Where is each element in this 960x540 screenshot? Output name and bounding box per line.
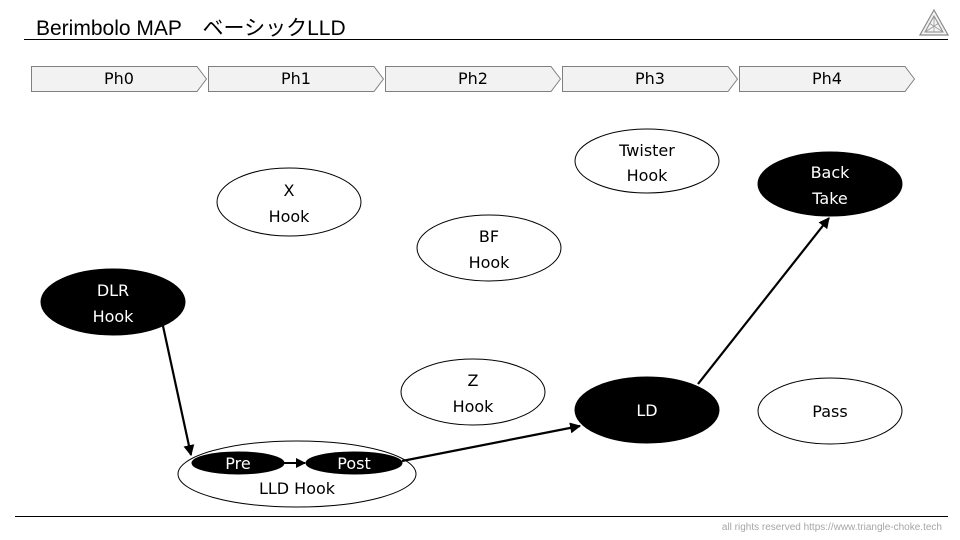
phase-chevron xyxy=(208,66,384,92)
phase-label: Ph2 xyxy=(458,69,488,88)
phase-ph2: Ph2 xyxy=(385,66,561,92)
page-title: Berimbolo MAP ベーシックLLD xyxy=(36,17,346,40)
node-post: Post xyxy=(305,451,403,475)
node-label: X xyxy=(284,181,295,200)
node-label: LLD Hook xyxy=(259,479,336,498)
phase-ph1: Ph1 xyxy=(208,66,384,92)
node-label: Take xyxy=(811,189,847,208)
node-label: Hook xyxy=(93,307,135,326)
node-twister-hook: Twister Hook xyxy=(574,128,720,194)
phase-label: Ph0 xyxy=(104,69,134,88)
node-ld: LD xyxy=(574,376,720,444)
title-divider xyxy=(24,39,948,40)
node-lld-hook: LLD Hook xyxy=(177,440,417,508)
phase-chevron xyxy=(739,66,915,92)
phase-ph4: Ph4 xyxy=(739,66,915,92)
triangle-choke-logo-icon xyxy=(919,9,949,36)
node-back-take: Back Take xyxy=(757,151,903,217)
arrow-ld-to-back-take xyxy=(697,217,830,385)
arrow-dlr-to-pre xyxy=(161,325,195,457)
node-label: Twister xyxy=(618,141,675,160)
phase-chevron xyxy=(31,66,207,92)
node-label: Post xyxy=(337,454,370,473)
node-label: DLR xyxy=(97,281,129,300)
node-pre: Pre xyxy=(191,451,285,475)
phase-chevron xyxy=(562,66,738,92)
node-bf-hook: BF Hook xyxy=(416,214,562,282)
phase-label: Ph3 xyxy=(635,69,665,88)
phase-label: Ph4 xyxy=(812,69,842,88)
node-label: Back xyxy=(811,163,851,182)
node-label: Hook xyxy=(269,207,311,226)
node-label: Pre xyxy=(225,454,250,473)
node-pass: Pass xyxy=(757,377,903,445)
node-label: LD xyxy=(636,401,657,420)
node-label: Hook xyxy=(627,166,669,185)
phase-ph3: Ph3 xyxy=(562,66,738,92)
node-z-hook: Z Hook xyxy=(400,358,546,426)
phase-label: Ph1 xyxy=(281,69,311,88)
node-dlr-hook: DLR Hook xyxy=(40,268,186,336)
node-label: Pass xyxy=(812,402,847,421)
node-x-hook: X Hook xyxy=(216,167,362,237)
phase-chevron xyxy=(385,66,561,92)
node-label: Z xyxy=(468,371,479,390)
footer-divider xyxy=(15,516,948,517)
node-label: BF xyxy=(479,227,499,246)
node-label: Hook xyxy=(453,397,495,416)
node-label: Hook xyxy=(469,253,511,272)
arrow-post-to-ld xyxy=(401,422,582,463)
copyright-footer: all rights reserved https://www.triangle… xyxy=(721,522,942,533)
phase-ph0: Ph0 xyxy=(31,66,207,92)
phase-bar: Ph0 Ph1 Ph2 Ph3 Ph4 xyxy=(31,66,915,92)
